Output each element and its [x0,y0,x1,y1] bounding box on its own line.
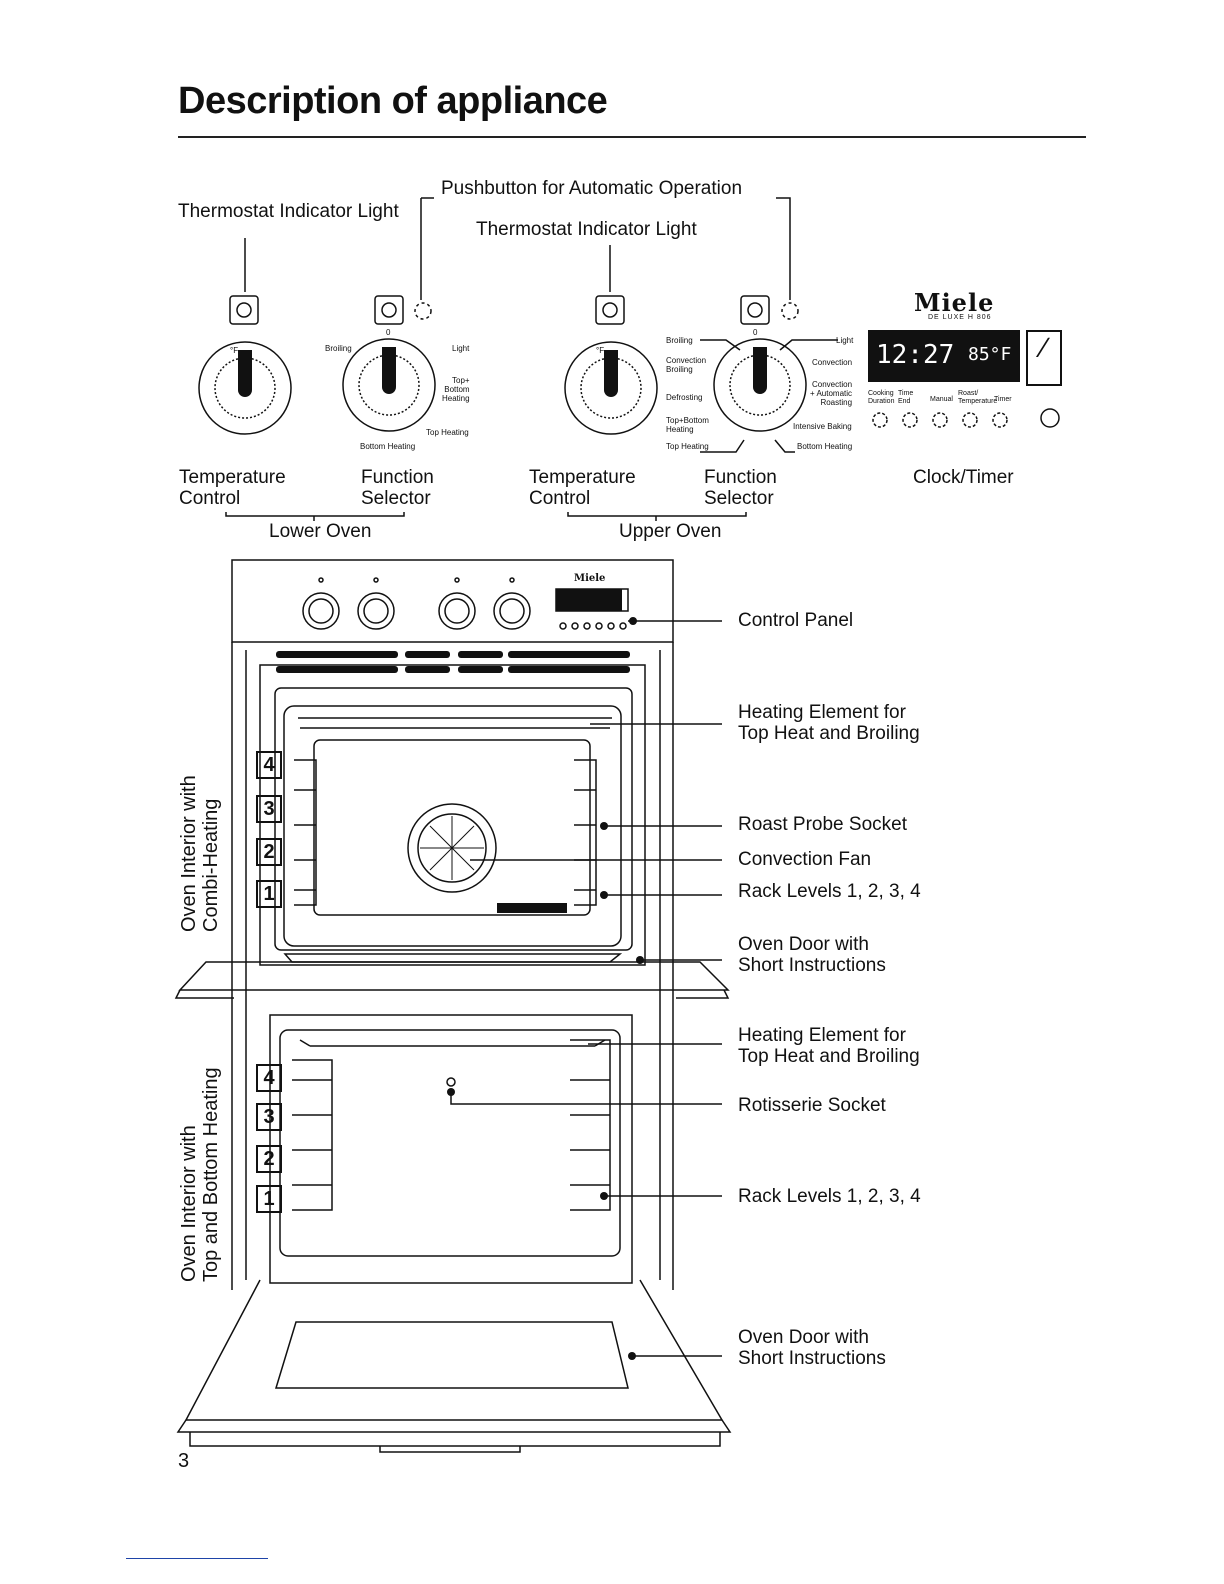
lower-temp-label: Temperature Control [179,467,286,509]
bottom-link-line [126,1558,268,1559]
callout-control-panel: Control Panel [738,610,854,631]
lower-temp-dial-ring [198,341,292,435]
upper-oven-label: Upper Oven [619,521,722,542]
page-title: Description of appliance [178,80,608,122]
pushbutton-label: Pushbutton for Automatic Operation [441,178,743,199]
lower-door-window [274,1321,629,1389]
leader-rotisserie [450,1092,722,1105]
lower-light-button [374,295,404,325]
lower-oven-label: Lower Oven [269,521,372,542]
clock-time: 12:27 [876,340,955,370]
lower-door [184,1279,724,1421]
callout-heating-lower: Heating Element for Top Heat and Broilin… [738,1025,920,1067]
clock-timer-label: Clock/Timer [913,467,1014,488]
clock-temp: 85°F [968,344,1012,365]
lower-temp-unit: °F [230,346,239,355]
side-label-upper: Oven Interior with Combi-Heating [178,775,222,932]
page-number: 3 [178,1450,190,1472]
callout-racks-upper: Rack Levels 1, 2, 3, 4 [738,881,921,902]
upper-oven-frame [259,664,646,966]
rack-badge-3-upper: 3 [256,795,282,823]
thermostat-light-upper-label: Thermostat Indicator Light [476,219,697,240]
upper-func-conv-roast: Convection + Automatic Roasting [810,380,853,407]
thermostat-light-lower-label: Thermostat Indicator Light [178,201,399,222]
upper-func-bottom: Bottom Heating [797,442,853,451]
lower-func-light: Light [452,344,470,353]
callout-convection-fan: Convection Fan [738,849,872,870]
lower-thermo-lamp [229,295,259,325]
callout-heating-upper: Heating Element for Top Heat and Broilin… [738,702,920,744]
upper-func-top-bottom: Top+Bottom Heating [666,416,709,434]
upper-func-conv-broil: Convection Broiling [666,356,707,374]
upper-function-label: Function Selector [704,467,777,509]
upper-oven-bracket [567,512,747,521]
clock-btn-roast: Roast/ Temperature [958,390,998,405]
title-rule [178,136,1086,138]
control-panel-outline [231,559,674,643]
clock-btn-timer: Timer [994,396,1012,403]
upper-func-defrost: Defrosting [666,393,703,402]
rack-badge-2-upper: 2 [256,838,282,866]
lower-function-dial-ring [342,338,436,432]
callout-probe-socket: Roast Probe Socket [738,814,907,835]
lower-oven-frame [269,1014,633,1284]
clock-btn-manual: Manual [930,396,953,403]
callout-rotisserie: Rotisserie Socket [738,1095,886,1116]
rack-badge-4-upper: 4 [256,751,282,779]
roast-probe-icon: ∕ [1026,330,1062,386]
upper-door [178,961,730,991]
pushbutton-leader-right [776,197,791,300]
upper-func-light: Light [836,336,854,345]
model-label: DE LUXE H 806 [928,314,992,321]
upper-temp-dial-ring [564,341,658,435]
callout-racks-lower: Rack Levels 1, 2, 3, 4 [738,1186,921,1207]
lower-func-bottom: Bottom Heating [360,442,416,451]
lower-function-label: Function Selector [361,467,434,509]
upper-func-intensive: Intensive Baking [793,422,852,431]
miele-logo: Miele [914,288,995,317]
pushbutton-leader-left [420,197,434,300]
rack-badge-2-lower: 2 [256,1145,282,1173]
lower-func-broiling: Broiling [325,344,352,353]
rack-badge-1-upper: 1 [256,880,282,908]
callout-door-lower: Oven Door with Short Instructions [738,1327,886,1369]
upper-thermo-lamp [595,295,625,325]
upper-func-zero: 0 [753,328,758,337]
upper-rear-wall [313,739,591,916]
upper-temp-label: Temperature Control [529,467,636,509]
rack-badge-3-lower: 3 [256,1103,282,1131]
clock-btn-end: Time End [898,390,914,405]
lower-func-top-bottom: Top+ Bottom Heating [442,376,470,403]
lower-cavity [279,1029,621,1257]
upper-light-button [740,295,770,325]
upper-function-dial-ring [713,338,807,432]
convection-fan-guard [407,803,497,893]
clock-display: 12:27 85°F [868,330,1020,382]
rack-badge-4-lower: 4 [256,1064,282,1092]
callout-door-upper: Oven Door with Short Instructions [738,934,886,976]
upper-func-convection: Convection [812,358,853,367]
upper-func-broiling: Broiling [666,336,693,345]
lower-oven-bracket [225,512,405,521]
side-label-lower: Oven Interior with Top and Bottom Heatin… [178,1067,222,1282]
lower-func-zero: 0 [386,328,391,337]
lower-func-top: Top Heating [426,428,469,437]
upper-func-top: Top Heating [666,442,709,451]
rack-badge-1-lower: 1 [256,1185,282,1213]
oven-brand: Miele [574,573,606,584]
upper-temp-unit: °F [596,346,605,355]
clock-btn-duration: Cooking Duration [868,390,895,405]
